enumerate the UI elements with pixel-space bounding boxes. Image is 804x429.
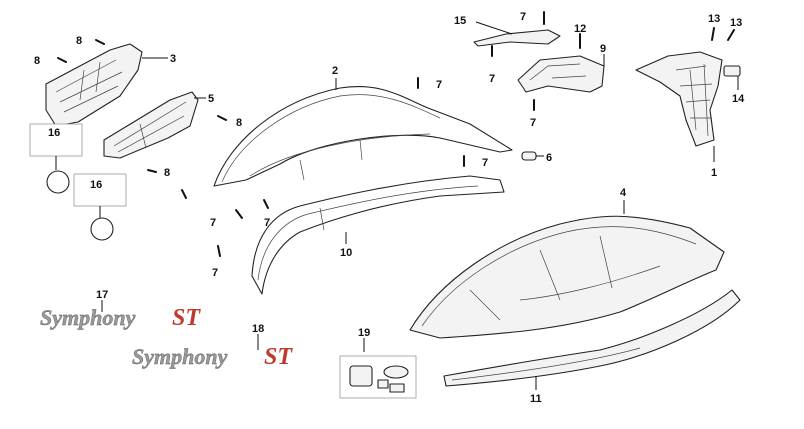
callout-13a: 13 bbox=[708, 13, 720, 25]
callout-10: 10 bbox=[340, 247, 352, 259]
part-16-detail-b bbox=[73, 173, 127, 241]
part-15-bracket bbox=[473, 21, 561, 47]
callout-5: 5 bbox=[208, 93, 214, 105]
part-3-side-cover bbox=[45, 43, 168, 127]
callout-7a: 7 bbox=[520, 11, 526, 23]
emblem-17-suffix: ST bbox=[172, 305, 201, 331]
callout-7f: 7 bbox=[210, 217, 216, 229]
callout-labels: 1 2 3 4 5 6 7 7 7 7 7 7 7 7 8 8 8 8 9 10… bbox=[34, 11, 745, 405]
part-13-bolts bbox=[711, 27, 735, 41]
callout-7e: 7 bbox=[530, 117, 536, 129]
part-19-kit bbox=[339, 338, 417, 399]
part-6-grommet bbox=[521, 151, 544, 161]
callout-8b: 8 bbox=[34, 55, 40, 67]
callout-6: 6 bbox=[546, 152, 552, 164]
callout-11: 11 bbox=[530, 393, 542, 405]
callout-3: 3 bbox=[170, 53, 176, 65]
part-9-light-housing bbox=[517, 54, 605, 93]
part-4-body-panel bbox=[409, 200, 725, 339]
emblem-18-word: Symphony bbox=[132, 344, 228, 369]
callout-2: 2 bbox=[332, 65, 338, 77]
part-2-frame-cover bbox=[213, 78, 513, 187]
callout-9: 9 bbox=[600, 43, 606, 55]
emblem-18-suffix: ST bbox=[264, 344, 293, 370]
callout-8c: 8 bbox=[236, 117, 242, 129]
callout-16a: 16 bbox=[48, 127, 60, 139]
emblem-18: Symphony ST bbox=[132, 334, 293, 370]
part-11-trim-strip bbox=[443, 289, 741, 390]
part-14-clip bbox=[723, 65, 741, 90]
callout-14: 14 bbox=[732, 93, 745, 105]
callout-19: 19 bbox=[358, 327, 370, 339]
callout-17: 17 bbox=[96, 289, 108, 301]
part-5-side-cover bbox=[103, 91, 206, 159]
callout-8a: 8 bbox=[76, 35, 82, 47]
callout-7c: 7 bbox=[436, 79, 442, 91]
screws bbox=[57, 11, 545, 257]
callout-13b: 13 bbox=[730, 17, 742, 29]
callout-7g: 7 bbox=[212, 267, 218, 279]
part-16-detail-a bbox=[29, 123, 83, 194]
part-10-inner-frame bbox=[251, 175, 505, 295]
emblem-17: Symphony ST bbox=[40, 300, 201, 331]
callout-7b: 7 bbox=[489, 73, 495, 85]
callout-7d: 7 bbox=[482, 157, 488, 169]
callout-16b: 16 bbox=[90, 179, 102, 191]
callout-7h: 7 bbox=[264, 217, 270, 229]
callout-15: 15 bbox=[454, 15, 466, 27]
part-1-rear-fender bbox=[635, 51, 723, 162]
callout-18: 18 bbox=[252, 323, 264, 335]
emblem-17-word: Symphony bbox=[40, 305, 136, 330]
callout-4: 4 bbox=[620, 187, 627, 199]
callout-8d: 8 bbox=[164, 167, 170, 179]
callout-1: 1 bbox=[711, 167, 717, 179]
callout-12: 12 bbox=[574, 23, 586, 35]
